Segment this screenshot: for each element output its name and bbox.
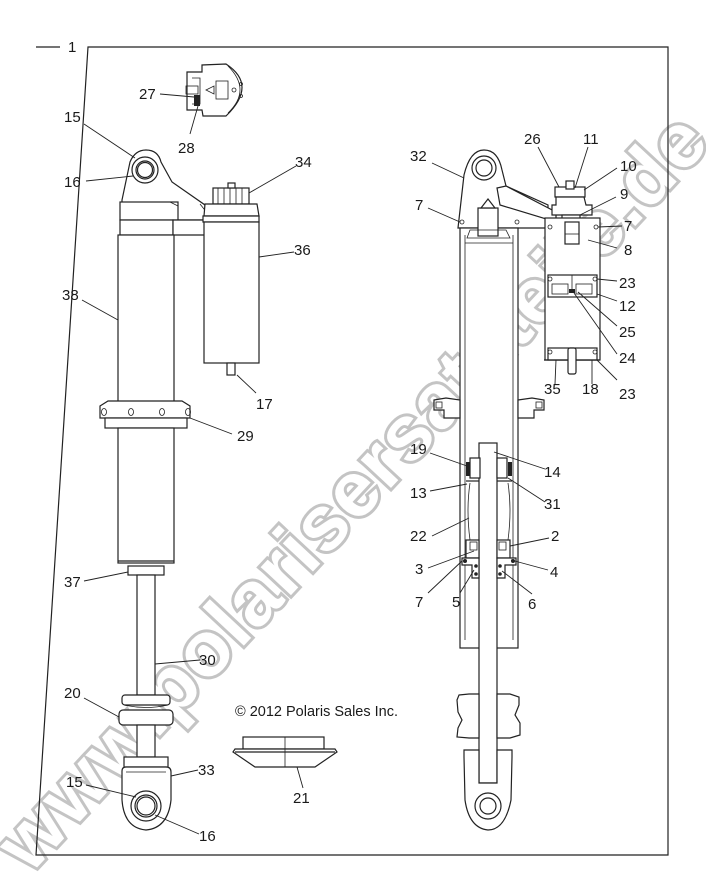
frame-label: 1 (68, 39, 76, 56)
callout-33: 33 (198, 762, 215, 779)
left-shock-assembly (99, 63, 338, 831)
callout-35: 35 (544, 381, 561, 398)
callout-13: 13 (410, 485, 427, 502)
callout-2: 2 (551, 528, 559, 545)
callout-26: 26 (524, 131, 541, 148)
callout-21: 21 (293, 790, 310, 807)
frame: 1 (35, 39, 669, 856)
callout-23-lower: 23 (619, 386, 636, 403)
leader-lines (81, 93, 623, 835)
callout-7-top-left: 7 (415, 197, 423, 214)
copyright-text: © 2012 Polaris Sales Inc. (235, 704, 398, 720)
callout-20: 20 (64, 685, 81, 702)
reservoir-section (544, 180, 601, 375)
adjuster-detail (185, 63, 243, 117)
callout-7-lower: 7 (415, 594, 423, 611)
callout-30: 30 (199, 652, 216, 669)
right-shock-cross-section (433, 149, 601, 831)
callout-34: 34 (295, 154, 312, 171)
callout-25: 25 (619, 324, 636, 341)
callout-8: 8 (624, 242, 632, 259)
callout-9: 9 (620, 186, 628, 203)
watermark: www.polarisersatzteile.de (0, 92, 706, 883)
callout-5: 5 (452, 594, 460, 611)
callout-31: 31 (544, 496, 561, 513)
callout-15-bottom: 15 (66, 774, 83, 791)
callout-27: 27 (139, 86, 156, 103)
callout-16-bottom: 16 (199, 828, 216, 845)
callout-17: 17 (256, 396, 273, 413)
callout-18: 18 (582, 381, 599, 398)
callout-15-top: 15 (64, 109, 81, 126)
callout-38: 38 (62, 287, 79, 304)
callout-3: 3 (415, 561, 423, 578)
callout-12: 12 (619, 298, 636, 315)
callout-37: 37 (64, 574, 81, 591)
callout-32: 32 (410, 148, 427, 165)
callout-29: 29 (237, 428, 254, 445)
callout-19: 19 (410, 441, 427, 458)
callout-28: 28 (178, 140, 195, 157)
callout-14: 14 (544, 464, 561, 481)
callout-22: 22 (410, 528, 427, 545)
callout-labels: 27 28 15 16 34 36 38 17 29 37 30 20 33 1… (62, 86, 637, 845)
callout-4: 4 (550, 564, 558, 581)
callout-11: 11 (583, 131, 599, 148)
callout-10: 10 (620, 158, 637, 175)
callout-7-top-right: 7 (624, 218, 632, 235)
callout-24: 24 (619, 350, 636, 367)
watermark-text: www.polarisersatzteile.de (0, 95, 706, 883)
callout-36: 36 (294, 242, 311, 259)
callout-16-top: 16 (64, 174, 81, 191)
callout-6: 6 (528, 596, 536, 613)
callout-23-upper: 23 (619, 275, 636, 292)
